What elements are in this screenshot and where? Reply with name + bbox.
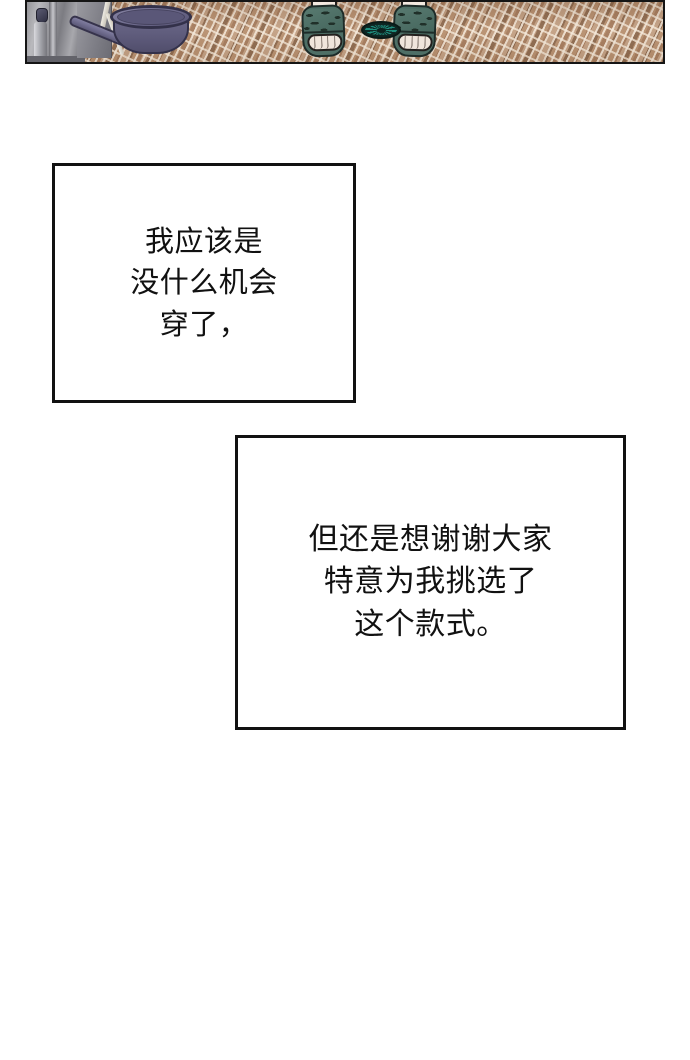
- left-slipper-pattern: [301, 8, 346, 32]
- drain-center-hole: [376, 27, 386, 33]
- left-foot-toes: [307, 33, 343, 52]
- door-jamb: [49, 0, 57, 64]
- caption-text-1: 我应该是 没什么机会 穿了，: [130, 224, 278, 341]
- wash-basin-inner-rim: [117, 9, 185, 25]
- toe: [328, 35, 336, 49]
- door-base: [25, 56, 85, 64]
- caption-box-2: 但还是想谢谢大家 特意为我挑选了 这个款式。: [235, 435, 626, 730]
- left-slipper-strap: [301, 8, 346, 34]
- caption-text-2: 但还是想谢谢大家 特意为我挑选了 这个款式。: [308, 521, 553, 642]
- toe: [425, 36, 431, 49]
- right-foot-toes: [397, 33, 433, 52]
- comic-artwork-panel: [25, 0, 665, 64]
- left-foot-slipper: [301, 4, 346, 58]
- toe: [335, 35, 341, 48]
- metal-door-panel: [25, 0, 85, 64]
- floor-drain-icon: [361, 21, 401, 39]
- caption-box-1: 我应该是 没什么机会 穿了，: [52, 163, 356, 403]
- door-rail: [34, 22, 47, 64]
- toe: [418, 36, 426, 50]
- door-knob-icon: [36, 8, 48, 23]
